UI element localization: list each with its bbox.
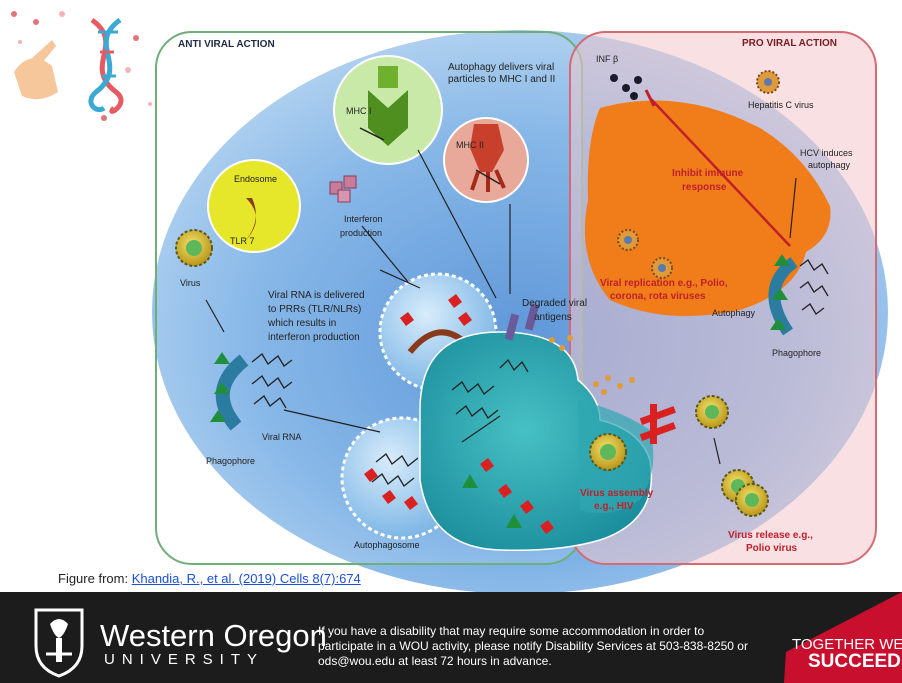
viral-rna-delivered-line3: which results in xyxy=(267,318,336,329)
mhc1-receptor-icon xyxy=(368,66,408,146)
assembly-virus-icon xyxy=(589,433,627,471)
interferon-label-line2: production xyxy=(340,228,382,238)
arrow-virus-phagophore xyxy=(205,299,225,333)
phagophore-right-label: Phagophore xyxy=(772,348,821,358)
particles-icon xyxy=(593,375,635,395)
phagophore-left-label: Phagophore xyxy=(206,456,255,466)
viral-rna-delivered-line2: to PRRs (TLR/NLRs) xyxy=(268,304,361,315)
virus-particle-icon xyxy=(175,229,213,267)
autophagy-orange-region xyxy=(584,100,831,317)
viral-replication-line1: Viral replication e.g., Polio, xyxy=(600,278,728,289)
inf-beta-icon xyxy=(610,74,642,100)
virus-release-line2: Polio virus xyxy=(746,543,798,554)
viral-rna-delivered-line1: Viral RNA is delivered xyxy=(268,290,365,301)
tlr7-label: TLR 7 xyxy=(230,236,255,246)
hepatitis-c-virus-icon xyxy=(756,70,780,94)
inf-beta-label: INF β xyxy=(596,54,618,64)
disability-notice: If you have a disability that may requir… xyxy=(318,624,748,668)
wou-seal-icon xyxy=(34,608,84,678)
dna-logo-icon xyxy=(11,11,152,121)
virus-assembly-line2: e.g., HIV xyxy=(594,501,634,512)
degraded-antigens-line2: antigens xyxy=(534,312,572,323)
inhibit-immune-line2: response xyxy=(682,182,727,193)
tagline-line1: TOGETHER WE xyxy=(792,636,902,653)
viral-replication-line2: corona, rota viruses xyxy=(610,291,706,302)
footer: Western Oregon UNIVERSITY If you have a … xyxy=(0,592,902,683)
viral-rna-label: Viral RNA xyxy=(262,432,301,442)
phagophore-right-icon xyxy=(768,254,829,336)
figure-caption: Figure from: Khandia, R., et al. (2019) … xyxy=(58,571,361,586)
replicating-virus-icons xyxy=(617,229,673,279)
autophagy-delivers-line1: Autophagy delivers viral xyxy=(448,62,554,73)
caption-citation-link[interactable]: Khandia, R., et al. (2019) Cells 8(7):67… xyxy=(131,571,361,586)
inhibit-immune-line1: Inhibit immune xyxy=(672,168,744,179)
inhibition-line xyxy=(649,97,791,247)
virus-label: Virus xyxy=(180,278,201,288)
hepatitis-c-label: Hepatitis C virus xyxy=(748,100,814,110)
caption-prefix: Figure from: xyxy=(58,571,132,586)
brand-accent-shape xyxy=(784,592,902,683)
interferon-label-line1: Interferon xyxy=(344,214,383,224)
tagline-line2: SUCCEED xyxy=(808,651,901,672)
pro-viral-title: PRO VIRAL ACTION xyxy=(742,38,837,49)
virus-release-line1: Virus release e.g., xyxy=(728,530,813,541)
footer-graphics xyxy=(34,592,902,683)
degraded-antigens-line1: Degraded viral xyxy=(522,298,587,309)
autophagosome-label: Autophagosome xyxy=(354,540,420,550)
anti-viral-title: ANTI VIRAL ACTION xyxy=(178,39,275,50)
university-name: Western Oregon xyxy=(100,618,327,653)
mhc1-label: MHC I xyxy=(346,106,372,116)
endosome-label: Endosome xyxy=(234,174,277,184)
viral-rna-delivered-line4: interferon production xyxy=(268,332,360,343)
phagophore-left-icon xyxy=(210,352,293,431)
mhc2-label: MHC II xyxy=(456,140,484,150)
autophagy-label: Autophagy xyxy=(712,308,756,318)
interferon-icon xyxy=(329,175,357,203)
university-subtitle: UNIVERSITY xyxy=(104,651,265,668)
anti-viral-arrows xyxy=(283,149,511,443)
autophagy-delivers-line2: particles to MHC I and II xyxy=(448,74,555,85)
mhc2-receptor-icon xyxy=(470,124,506,192)
hcv-induces-line2: autophagy xyxy=(808,160,851,170)
blocked-symbol-icon xyxy=(639,404,676,444)
slide: ANTI VIRAL ACTION PRO VIRAL ACTION MHC I… xyxy=(11,11,888,592)
hcv-induces-line1: HCV induces xyxy=(800,148,853,158)
release-virus-icon xyxy=(695,395,769,517)
autophagy-diagram: ANTI VIRAL ACTION PRO VIRAL ACTION MHC I… xyxy=(11,11,888,592)
virus-assembly-line1: Virus assembly xyxy=(580,488,654,499)
